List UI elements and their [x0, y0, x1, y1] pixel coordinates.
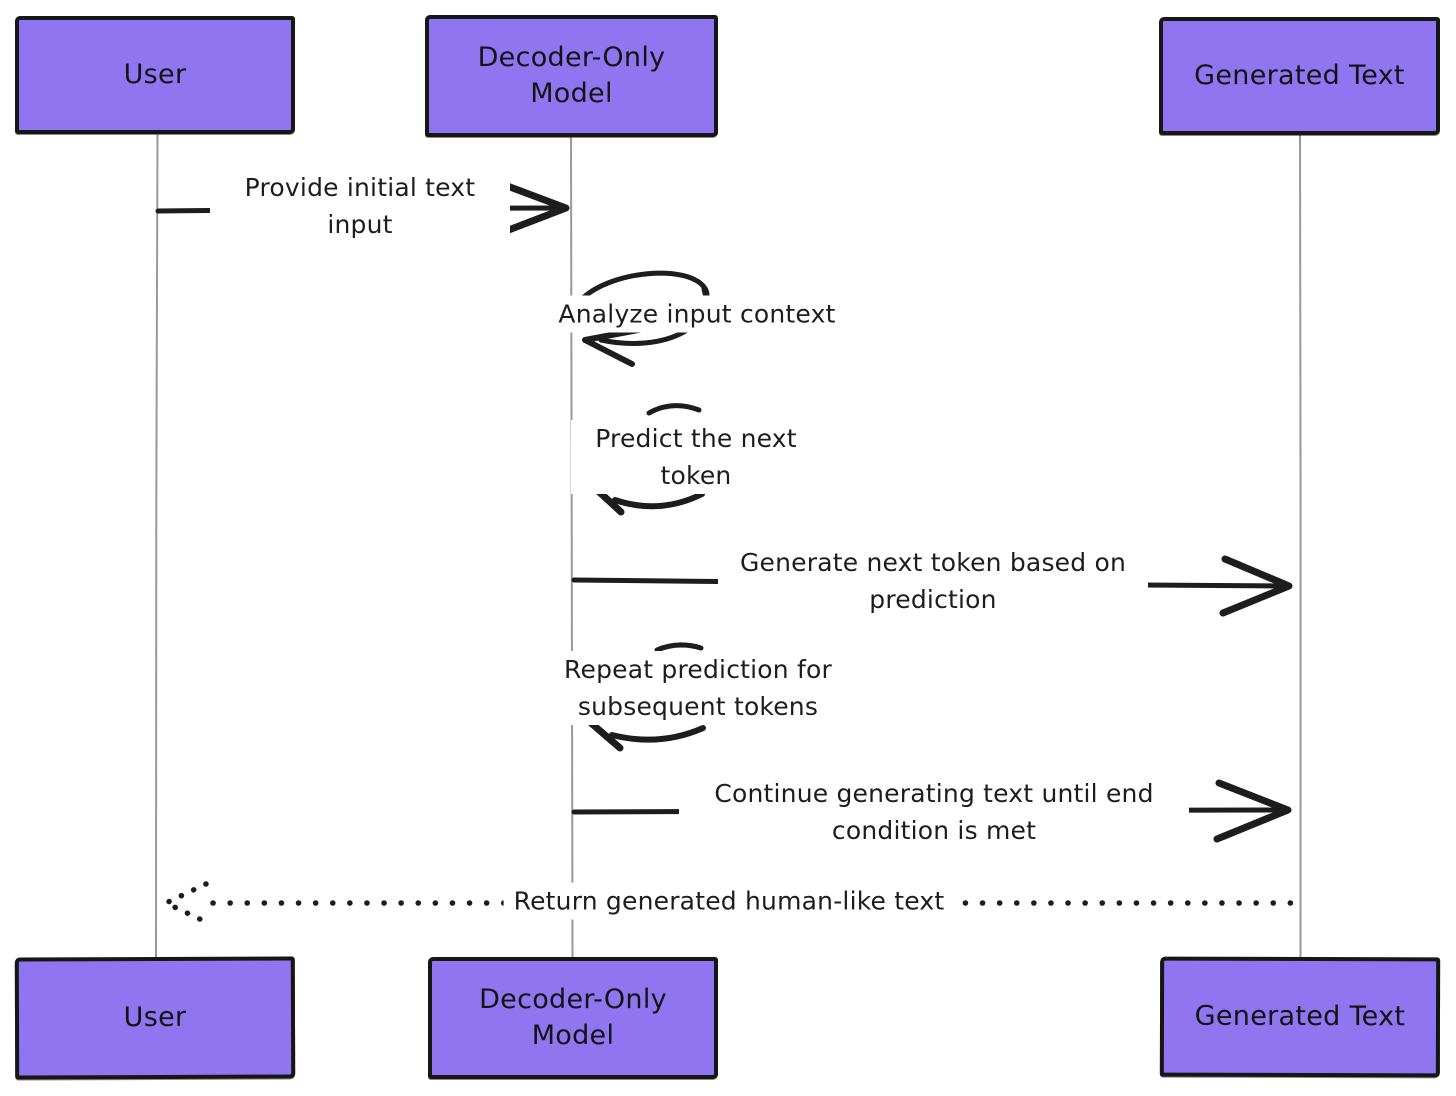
- participant-model-top: Decoder-Only Model: [425, 15, 718, 137]
- message-label-analyze-input-context: Analyze input context: [554, 295, 840, 333]
- message-label-return-generated-text: Return generated human-like text: [503, 882, 955, 920]
- loop-bottom-arc: [609, 725, 706, 743]
- lifeline-model: [570, 136, 574, 958]
- message-label-generate-next-token: Generate next token based on prediction: [718, 544, 1148, 618]
- arrowhead-icon: [1213, 779, 1292, 843]
- participant-label: Decoder-Only Model: [479, 984, 667, 1051]
- lifeline-generated: [1299, 134, 1302, 958]
- participant-label: Generated Text: [1194, 1000, 1406, 1033]
- self-loop-repeat-prediction: [587, 642, 706, 752]
- lifeline-model-line: [570, 136, 574, 958]
- participant-label: User: [123, 59, 187, 90]
- message-label-repeat-prediction: Repeat prediction for subsequent tokens: [538, 651, 858, 725]
- arrowhead-icon: [587, 719, 624, 752]
- participant-generated-top: Generated Text: [1159, 17, 1440, 135]
- lifeline-generated-line: [1299, 134, 1302, 958]
- loop-top-arc: [646, 403, 702, 416]
- loop-top-arc: [654, 642, 704, 653]
- message-label-provide-initial-text-input: Provide initial text input: [210, 169, 510, 243]
- participant-generated-bottom: Generated Text: [1159, 956, 1441, 1078]
- arrowhead-icon: [498, 180, 570, 235]
- dotted-arrow-return-text: [163, 881, 1300, 925]
- arrowhead-icon: [1219, 555, 1293, 617]
- participant-label: Generated Text: [1194, 60, 1405, 91]
- participant-user-bottom: User: [14, 956, 296, 1080]
- lifeline-user-line: [154, 134, 159, 958]
- participant-user-top: User: [15, 16, 295, 134]
- dotted-arrowhead-icon: [163, 881, 209, 925]
- lifeline-user: [154, 134, 159, 958]
- participant-model-bottom: Decoder-Only Model: [428, 957, 718, 1079]
- message-label-continue-generating: Continue generating text until end condi…: [679, 775, 1189, 849]
- participant-label: Decoder-Only Model: [477, 42, 666, 109]
- message-label-predict-next-token: Predict the next token: [571, 420, 821, 494]
- arrowhead-icon: [582, 325, 652, 367]
- loop-bottom-arc: [612, 491, 705, 510]
- participant-label: User: [123, 1001, 187, 1034]
